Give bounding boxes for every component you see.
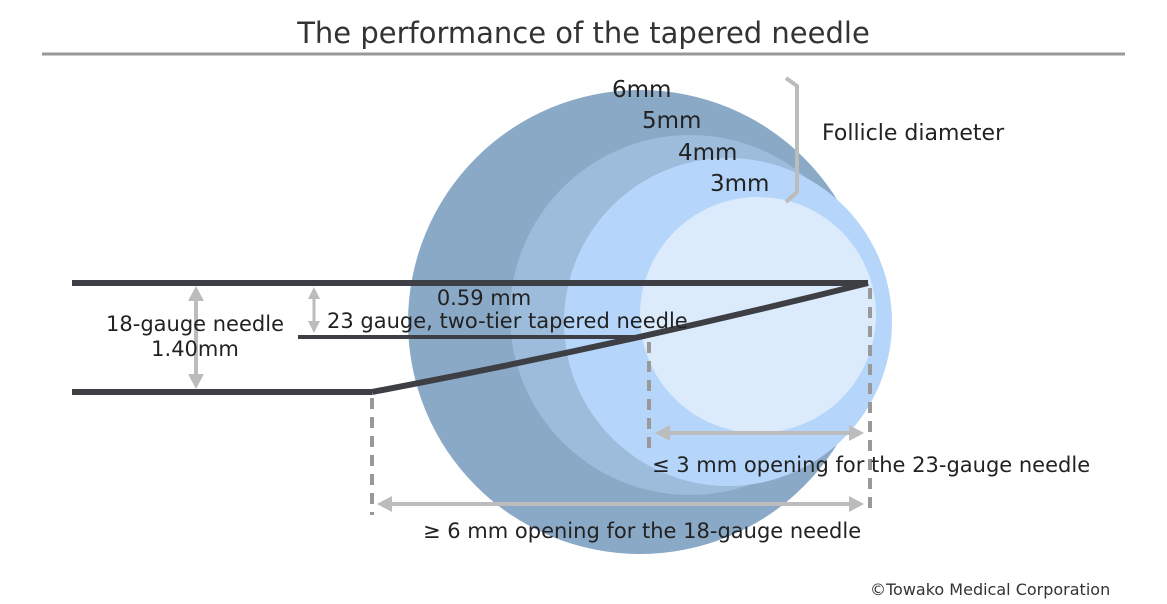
needle-23-diameter: 0.59 mm: [436, 286, 532, 310]
needle-23-diameter-arrow: [308, 287, 320, 333]
needle-23-name: 23 gauge, two-tier tapered needle: [327, 309, 688, 333]
follicle-3mm-circle: [640, 197, 876, 433]
opening-23-label: ≤ 3 mm opening for the 23-gauge needle: [652, 453, 1091, 477]
needle-18-diameter: 1.40mm: [151, 337, 239, 361]
needle-bevel: [371, 280, 869, 395]
copyright-notice: ©Towako Medical Corporation: [870, 580, 1111, 599]
needle-18-diameter-arrow: [188, 286, 204, 389]
page-title: The performance of the tapered needle: [297, 16, 870, 50]
opening-18-label: ≥ 6 mm opening for the 18-gauge needle: [423, 519, 862, 543]
follicle-bracket: [784, 76, 799, 204]
opening-18-arrow: [377, 496, 864, 512]
follicle-size-4mm: 4mm: [678, 140, 738, 166]
opening-23-arrow: [655, 425, 864, 441]
needle-18-name: 18-gauge needle: [106, 312, 284, 336]
follicle-size-5mm: 5mm: [642, 108, 702, 134]
follicle-size-3mm: 3mm: [710, 171, 770, 197]
follicle-diameter-label: Follicle diameter: [822, 121, 1005, 146]
follicle-size-6mm: 6mm: [612, 77, 672, 103]
